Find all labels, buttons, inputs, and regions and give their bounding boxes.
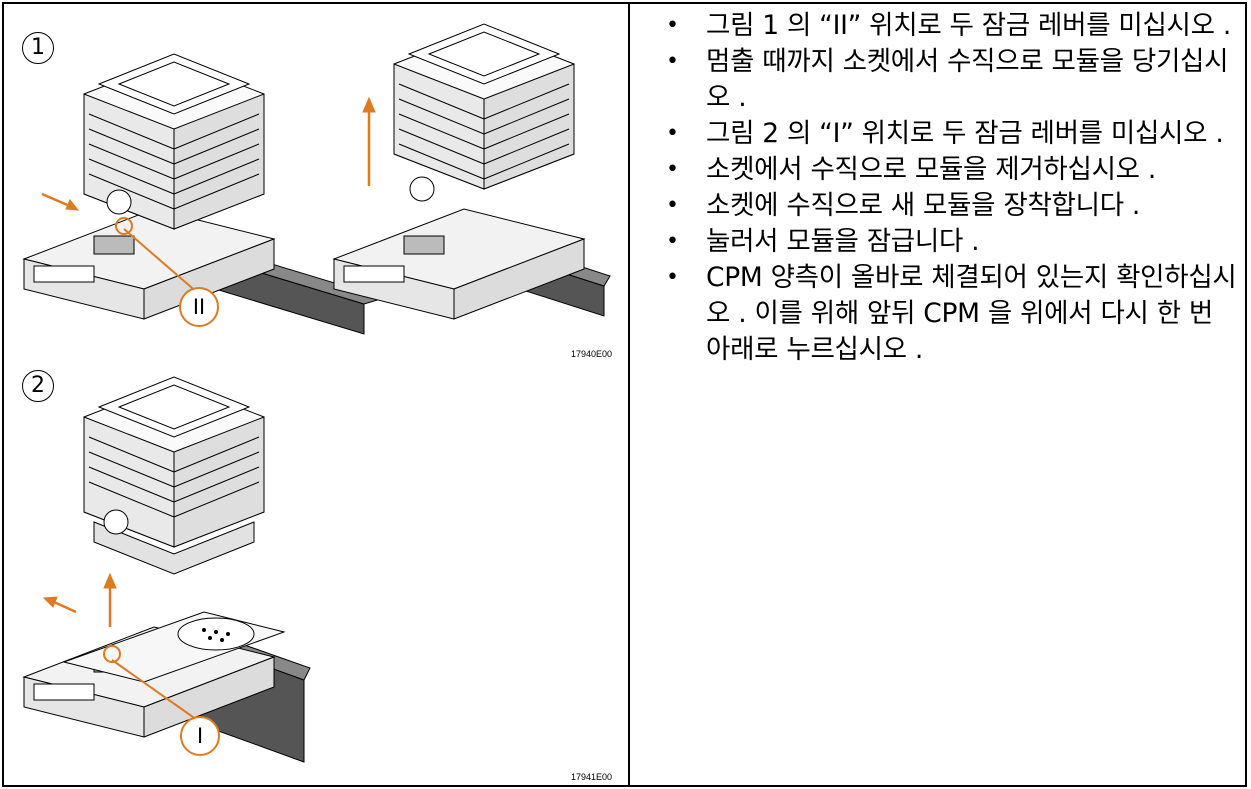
callout-position-I: I — [180, 716, 220, 756]
column-divider — [628, 4, 630, 785]
arrow-module-up — [103, 572, 117, 627]
figure-1-illustration — [22, 23, 611, 335]
callout-ring-left — [115, 217, 133, 235]
figure-2-illustration — [22, 376, 311, 763]
instruction-text: CPM 양측이 올바로 체결되어 있는지 확인하십시오 . 이를 위해 앞뒤 C… — [706, 262, 1237, 365]
figure-1: 1 II 17940E00 — [4, 4, 628, 362]
instruction-item: • 눌러서 모듈을 잠급니다 . — [664, 224, 1244, 260]
bullet: • — [666, 157, 679, 182]
instruction-text: 소켓에서 수직으로 모듈을 제거하십시오 . — [706, 154, 1156, 185]
lock-lever-lifted — [103, 509, 129, 535]
bullet: • — [666, 49, 679, 74]
instruction-list: • 그림 1 의 “II” 위치로 두 잠금 레버를 미십시오 . • 멈출 때까지… — [664, 8, 1244, 368]
bullet: • — [666, 229, 679, 254]
instruction-item: • 그림 1 의 “II” 위치로 두 잠금 레버를 미십시오 . — [664, 8, 1244, 44]
callout-position-II: II — [179, 287, 219, 327]
instruction-item: • 소켓에 수직으로 새 모듈을 장착합니다 . — [664, 188, 1244, 224]
instruction-text: 눌러서 모듈을 잠급니다 . — [706, 226, 980, 257]
instruction-item: • 멈출 때까지 소켓에서 수직으로 모듈을 당기십시오 . — [664, 44, 1244, 116]
instruction-text: 그림 1 의 “II” 위치로 두 잠금 레버를 미십시오 . — [706, 10, 1231, 41]
instruction-text: 멈출 때까지 소켓에서 수직으로 모듈을 당기십시오 . — [706, 46, 1229, 113]
instruction-item: • 그림 2 의 “I” 위치로 두 잠금 레버를 미십시오 . — [664, 116, 1244, 152]
callout-ring-2 — [103, 645, 121, 663]
bullet: • — [666, 193, 679, 218]
arrow-pull-up — [362, 96, 376, 186]
figure-2: 2 I 17941E00 — [4, 362, 628, 785]
module-housing-right — [393, 23, 575, 190]
instruction-text: 그림 2 의 “I” 위치로 두 잠금 레버를 미십시오 . — [706, 118, 1224, 149]
callout-line-2 — [111, 659, 201, 723]
module-housing-left — [83, 53, 265, 230]
figure-code-2: 17941E00 — [571, 772, 613, 782]
module-housing-lifted — [83, 376, 265, 575]
figure-code-1: 17940E00 — [571, 349, 613, 359]
lock-lever-right — [409, 176, 435, 202]
instruction-item: • 소켓에서 수직으로 모듈을 제거하십시오 . — [664, 152, 1244, 188]
instruction-text: 소켓에 수직으로 새 모듈을 장착합니다 . — [706, 190, 1141, 221]
bullet: • — [666, 121, 679, 146]
bullet: • — [666, 265, 679, 290]
arrow-lever-left — [42, 596, 77, 614]
arrow-push-left — [41, 192, 80, 211]
figure-number-2: 2 — [22, 370, 54, 402]
module-base-left — [22, 208, 276, 320]
bullet: • — [666, 13, 679, 38]
callout-line-left — [123, 228, 200, 295]
instruction-item: • CPM 양측이 올바로 체결되어 있는지 확인하십시오 . 이를 위해 앞뒤 … — [664, 260, 1244, 368]
lock-lever-left — [106, 189, 132, 215]
figure-number-1: 1 — [22, 32, 54, 64]
module-base-right — [332, 208, 586, 320]
